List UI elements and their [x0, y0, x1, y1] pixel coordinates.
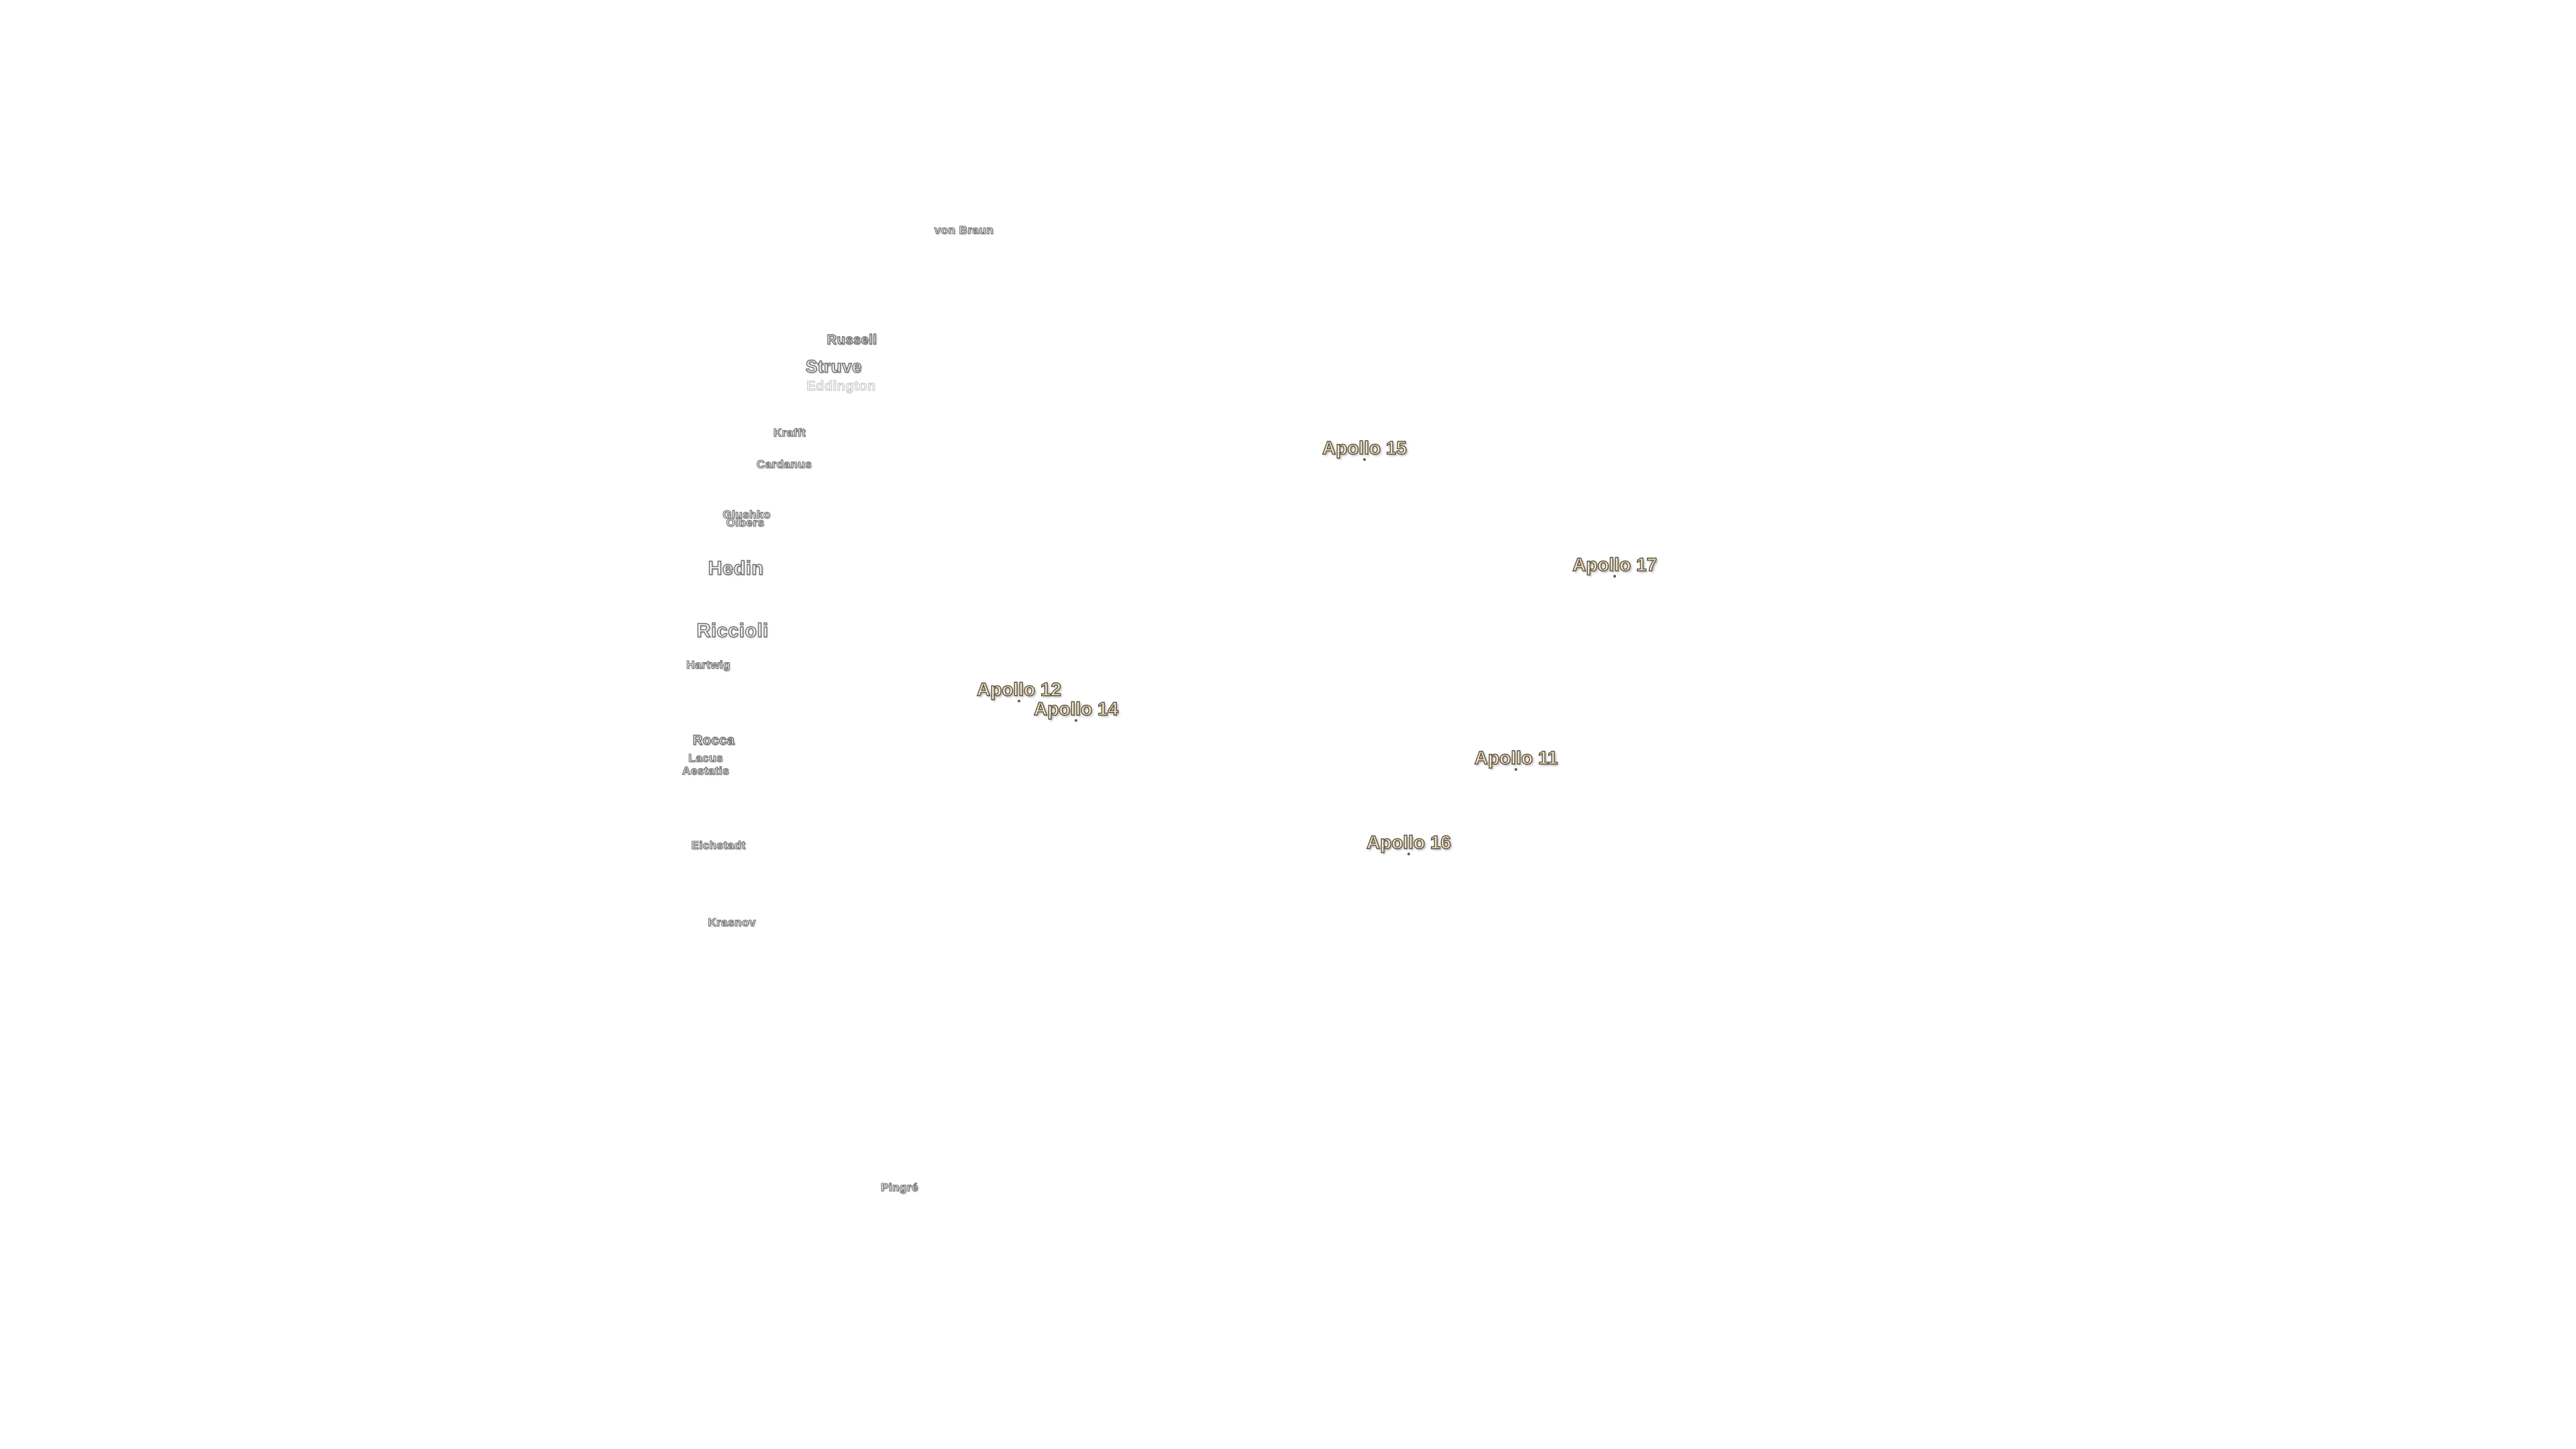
landing-site-apollo-17[interactable]: Apollo 17: [1572, 554, 1658, 578]
feature-label-hedin: Hedin: [708, 557, 764, 580]
feature-label-riccioli: Riccioli: [696, 620, 769, 642]
landing-site-label: Apollo 12: [976, 679, 1062, 700]
feature-label-eichstadt: Eichstadt: [691, 839, 746, 852]
feature-label-russell: Russell: [826, 333, 877, 347]
landing-site-label: Apollo 15: [1322, 437, 1407, 458]
landing-site-label: Apollo 17: [1572, 554, 1658, 575]
landing-site-marker-icon: [1017, 700, 1020, 702]
feature-label-hartwig: Hartwig: [686, 658, 731, 672]
landing-site-label: Apollo 11: [1474, 747, 1558, 768]
feature-label-glushko: Glushko: [722, 508, 771, 521]
feature-label-aestatis: Aestatis: [682, 764, 730, 777]
feature-label-cardanus: Cardanus: [756, 458, 812, 471]
landing-site-apollo-11[interactable]: Apollo 11: [1474, 747, 1558, 771]
landing-site-marker-icon: [1407, 853, 1410, 855]
landing-site-label: Apollo 16: [1366, 832, 1452, 853]
feature-label-struve: Struve: [805, 356, 862, 376]
landing-site-apollo-14[interactable]: Apollo 14: [1033, 698, 1119, 722]
landing-site-apollo-16[interactable]: Apollo 16: [1366, 832, 1452, 855]
feature-label-olbers: Olbers: [726, 516, 765, 529]
landing-site-marker-icon: [1362, 458, 1366, 461]
landing-site-apollo-15[interactable]: Apollo 15: [1322, 437, 1407, 461]
landing-site-apollo-12[interactable]: Apollo 12: [976, 679, 1062, 702]
feature-label-krafft: Krafft: [773, 426, 806, 439]
feature-label-rocca: Rocca: [692, 733, 735, 748]
landing-site-marker-icon: [1515, 768, 1517, 771]
feature-label-von-braun: von Braun: [934, 223, 994, 237]
landing-site-marker-icon: [1613, 575, 1616, 578]
landing-site-label: Apollo 14: [1033, 698, 1119, 719]
feature-label-pingre: Pingré: [880, 1181, 918, 1194]
feature-label-eddington: Eddington: [806, 379, 876, 394]
feature-label-lacus: Lacus: [688, 751, 723, 765]
landing-site-marker-icon: [1074, 719, 1077, 722]
feature-label-krasnov: Krasnov: [708, 916, 756, 929]
